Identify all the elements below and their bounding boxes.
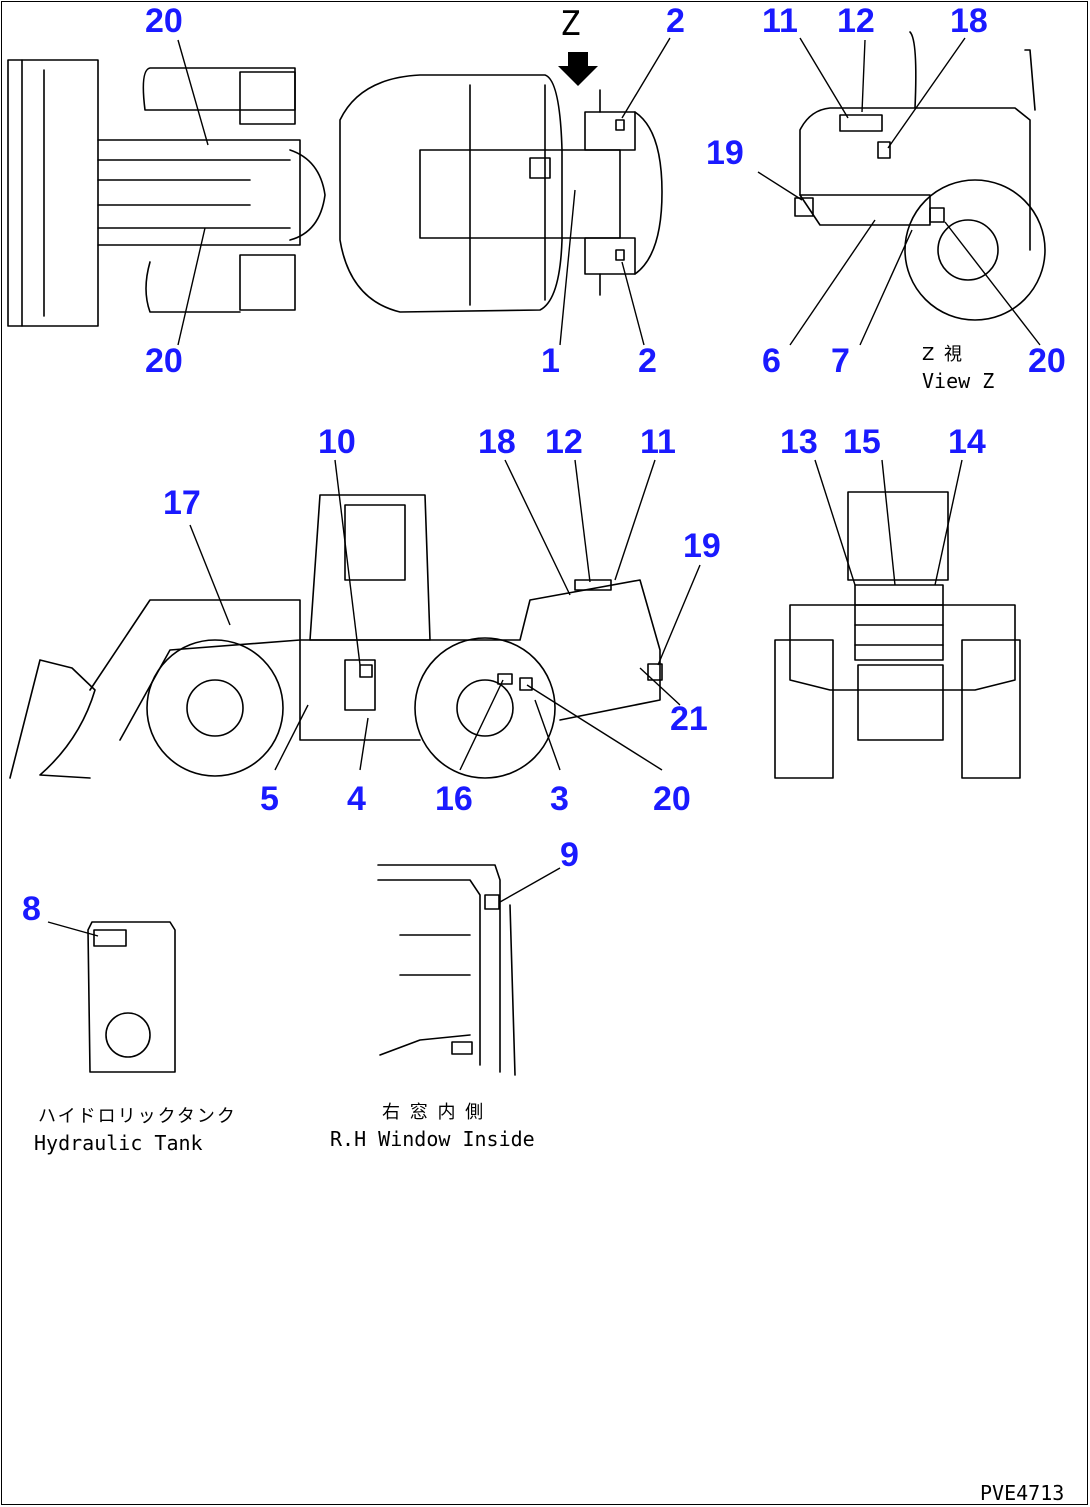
- callout-11: 11: [762, 2, 798, 40]
- callout-2: 2: [666, 2, 685, 40]
- rh-window-caption-en: R.H Window Inside: [330, 1127, 535, 1151]
- rh-window-view: 9 右 窓 内 側 R.H Window Inside: [330, 836, 579, 1151]
- hydraulic-tank-caption-en: Hydraulic Tank: [34, 1131, 203, 1155]
- callout-13: 13: [780, 423, 818, 461]
- callout-18: 18: [478, 423, 516, 461]
- drawing-code: PVE4713: [980, 1481, 1064, 1505]
- callout-18: 18: [950, 2, 988, 40]
- callout-2: 2: [638, 342, 657, 380]
- side-view: 10 18 12 11 17 19 21 5 4 16 3 20: [9, 423, 721, 818]
- top-view: Z 20 20 2 2 1: [7, 2, 685, 380]
- callout-10: 10: [318, 423, 356, 461]
- callout-11: 11: [640, 423, 676, 461]
- view-z-caption-jp: Z 視: [922, 344, 964, 365]
- callout-20: 20: [1028, 342, 1066, 380]
- callout-1: 1: [541, 342, 560, 380]
- callout-6: 6: [762, 342, 781, 380]
- callout-16: 16: [435, 780, 473, 818]
- callout-19: 19: [706, 134, 744, 172]
- callout-21: 21: [670, 700, 708, 738]
- callout-14: 14: [948, 423, 986, 461]
- callout-15: 15: [843, 423, 881, 461]
- callout-12: 12: [545, 423, 583, 461]
- callout-20: 20: [145, 2, 183, 40]
- down-arrow-icon: [558, 52, 598, 86]
- callout-5: 5: [260, 780, 279, 818]
- hydraulic-tank-caption-jp: ハイドロリックタンク: [38, 1106, 237, 1127]
- callout-12: 12: [837, 2, 875, 40]
- callout-3: 3: [550, 780, 569, 818]
- view-arrow-label: Z: [560, 4, 580, 44]
- callout-20: 20: [145, 342, 183, 380]
- rear-view: 13 15 14: [774, 423, 1021, 779]
- callout-8: 8: [22, 890, 41, 928]
- callout-20: 20: [653, 780, 691, 818]
- callout-7: 7: [831, 342, 850, 380]
- callout-17: 17: [163, 484, 201, 522]
- callout-9: 9: [560, 836, 579, 874]
- view-z-caption-en: View Z: [922, 369, 994, 393]
- callout-4: 4: [347, 780, 366, 818]
- callout-19: 19: [683, 527, 721, 565]
- view-z: 11 12 18 19 6 7 20 Z 視 View Z: [706, 2, 1066, 393]
- rh-window-caption-jp: 右 窓 内 側: [382, 1102, 485, 1123]
- hydraulic-tank-view: 8 ハイドロリックタンク Hydraulic Tank: [22, 890, 237, 1155]
